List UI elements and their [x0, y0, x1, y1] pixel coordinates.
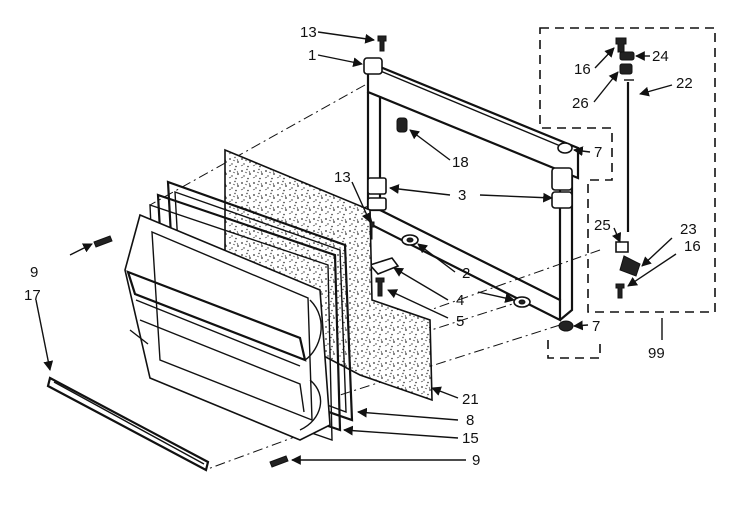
callout-13-top: 13 — [300, 24, 317, 41]
callout-1: 1 — [308, 47, 316, 64]
door-liner — [124, 213, 331, 441]
callout-15: 15 — [462, 430, 479, 447]
callout-2: 2 — [462, 265, 470, 282]
callout-99: 99 — [648, 345, 665, 362]
callout-23: 23 — [680, 221, 697, 238]
leader-lines — [35, 31, 677, 465]
callout-25: 25 — [594, 217, 611, 234]
callout-9-bottom: 9 — [472, 452, 480, 469]
callout-5: 5 — [456, 313, 464, 330]
callout-8: 8 — [466, 412, 474, 429]
callout-3: 3 — [458, 187, 466, 204]
shelf-trim — [46, 376, 210, 472]
callout-9-left: 9 — [30, 264, 38, 281]
callout-24: 24 — [652, 48, 669, 65]
kit-99-boundary — [539, 27, 716, 359]
hardware-parts — [93, 35, 641, 468]
callout-16-bottom: 16 — [684, 238, 701, 255]
callout-18: 18 — [452, 154, 469, 171]
callout-13-mid: 13 — [334, 169, 351, 186]
callout-16-top: 16 — [574, 61, 591, 78]
callout-21: 21 — [462, 391, 479, 408]
callout-26: 26 — [572, 95, 589, 112]
callout-7-bottom: 7 — [592, 318, 600, 335]
callout-labels: 13 1 16 24 26 22 7 18 13 3 25 23 16 9 17… — [24, 24, 701, 469]
door-hinge-frame — [363, 57, 580, 322]
callout-7-top: 7 — [594, 144, 602, 161]
callout-22: 22 — [676, 75, 693, 92]
callout-17: 17 — [24, 287, 41, 304]
callout-4: 4 — [456, 292, 464, 309]
